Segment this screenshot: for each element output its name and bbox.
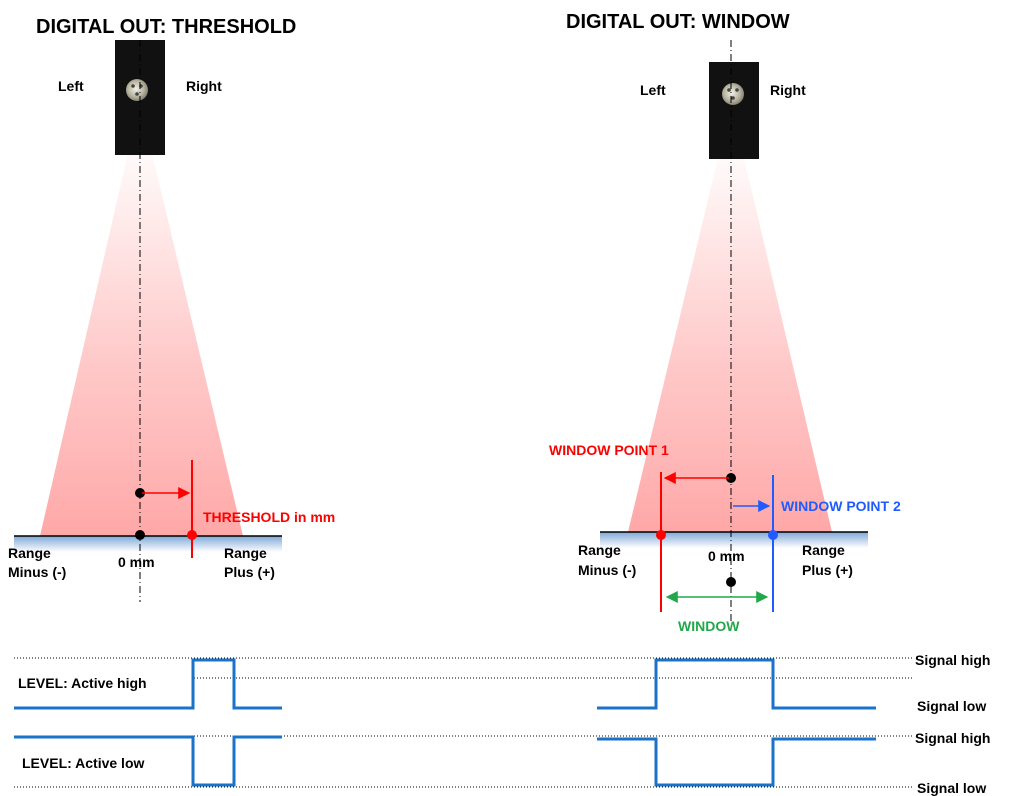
threshold-right-label: Right bbox=[186, 78, 222, 94]
active-high-label-box bbox=[14, 670, 192, 696]
threshold-range-minus-line2: Minus (-) bbox=[8, 564, 66, 580]
window-range-minus-line1: Range bbox=[578, 542, 621, 558]
window-range-plus-line2: Plus (+) bbox=[802, 562, 853, 578]
threshold-range-plus-line1: Range bbox=[224, 545, 267, 561]
threshold-point-dot bbox=[187, 530, 197, 540]
threshold-reference-dot bbox=[135, 488, 145, 498]
active-low-label-box bbox=[14, 750, 192, 776]
signal-low-label-2: Signal low bbox=[917, 780, 986, 796]
window-right-label: Right bbox=[770, 82, 806, 98]
threshold-beam bbox=[40, 153, 243, 536]
window-point-1-label: WINDOW POINT 1 bbox=[549, 442, 669, 458]
window-zero-label: 0 mm bbox=[708, 548, 745, 564]
threshold-left-label: Left bbox=[58, 78, 84, 94]
threshold-label: THRESHOLD in mm bbox=[203, 509, 335, 525]
active-low-label: LEVEL: Active low bbox=[22, 755, 145, 771]
window-reference-dot bbox=[726, 473, 736, 483]
active-high-waveform-window bbox=[597, 658, 876, 710]
window-range-minus-line2: Minus (-) bbox=[578, 562, 636, 578]
threshold-title: DIGITAL OUT: THRESHOLD bbox=[36, 16, 296, 38]
threshold-range-minus-line1: Range bbox=[8, 545, 51, 561]
window-panel: DIGITAL OUT: WINDOW Left Right WINDOW PO… bbox=[549, 11, 901, 634]
window-lower-dot bbox=[726, 577, 736, 587]
window-point-2-label: WINDOW POINT 2 bbox=[781, 498, 901, 514]
active-low-waveform-threshold bbox=[14, 735, 282, 787]
window-range-plus-line1: Range bbox=[802, 542, 845, 558]
window-point-2-dot bbox=[768, 530, 778, 540]
window-surface bbox=[600, 532, 868, 548]
active-high-signal: LEVEL: Active high bbox=[14, 658, 876, 710]
active-low-signal: LEVEL: Active low bbox=[14, 735, 876, 787]
signal-high-label-2: Signal high bbox=[915, 730, 990, 746]
threshold-range-plus-line2: Plus (+) bbox=[224, 564, 275, 580]
signal-high-label-1: Signal high bbox=[915, 652, 990, 668]
active-high-waveform-threshold bbox=[14, 658, 282, 710]
window-point-1-dot bbox=[656, 530, 666, 540]
window-left-label: Left bbox=[640, 82, 666, 98]
active-low-waveform-window bbox=[597, 737, 876, 787]
window-span-label: WINDOW bbox=[678, 618, 740, 634]
window-beam bbox=[628, 158, 832, 532]
window-title: DIGITAL OUT: WINDOW bbox=[566, 11, 790, 33]
threshold-zero-dot bbox=[135, 530, 145, 540]
threshold-panel: DIGITAL OUT: THRESHOLD Left Right THRESH… bbox=[8, 16, 335, 602]
threshold-surface bbox=[14, 536, 282, 552]
active-high-label: LEVEL: Active high bbox=[18, 675, 147, 691]
threshold-zero-label: 0 mm bbox=[118, 554, 155, 570]
window-sensor-icon bbox=[709, 62, 759, 159]
signal-low-label-1: Signal low bbox=[917, 698, 986, 714]
